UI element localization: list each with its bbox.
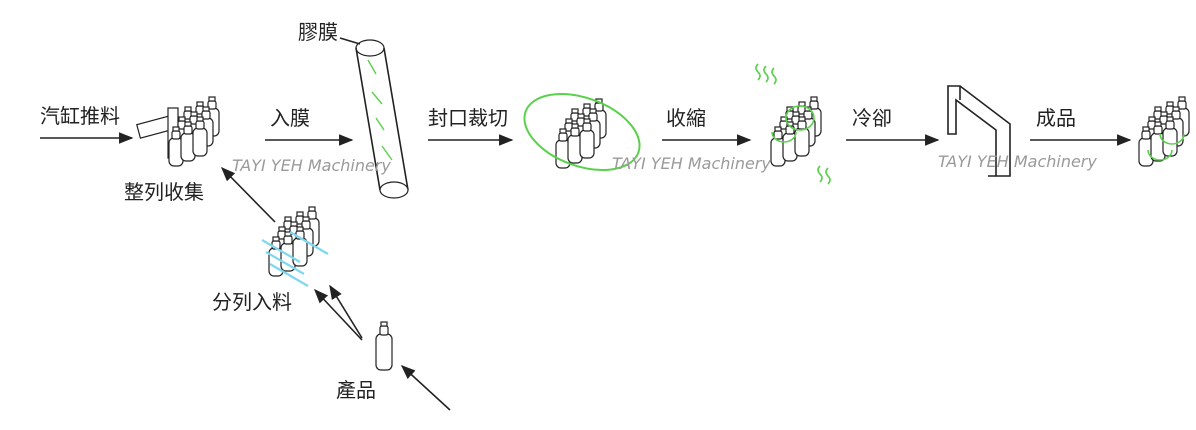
arrow-product-2	[314, 288, 363, 341]
label-split-feed: 分列入料	[212, 290, 292, 314]
single-bottle	[375, 321, 393, 371]
label-film: 膠膜	[298, 20, 338, 44]
label-shrink: 收縮	[666, 106, 706, 130]
film-roll	[339, 37, 409, 199]
pack-split-feed	[269, 207, 319, 276]
split-feed-lanes	[261, 231, 329, 287]
film-wrap-ellipse	[523, 93, 641, 171]
watermark-1: TAYI YEH Machinery	[232, 156, 391, 175]
pack-arrange	[169, 97, 219, 166]
label-cylinder-push: 汽缸推料	[40, 104, 120, 128]
watermark-2: TAYI YEH Machinery	[612, 154, 771, 173]
label-film-in: 入膜	[270, 106, 310, 130]
arrow-product-in	[400, 365, 451, 411]
watermark-3: TAYI YEH Machinery	[938, 152, 1097, 171]
label-arrange-collect: 整列收集	[124, 180, 204, 204]
finished-film	[1147, 133, 1185, 161]
arrow-product-1	[329, 284, 363, 339]
label-finished: 成品	[1036, 106, 1076, 130]
label-cool: 冷卻	[852, 106, 892, 130]
label-product: 產品	[336, 378, 376, 402]
pack-shrink	[771, 97, 821, 166]
pack-seal-cut	[556, 99, 606, 168]
arrow-split-feed-up	[220, 166, 276, 223]
pack-finished	[1139, 97, 1189, 166]
label-seal-cut: 封口裁切	[428, 106, 508, 130]
cooling-tunnel	[947, 85, 1011, 177]
heat-waves	[755, 63, 831, 185]
